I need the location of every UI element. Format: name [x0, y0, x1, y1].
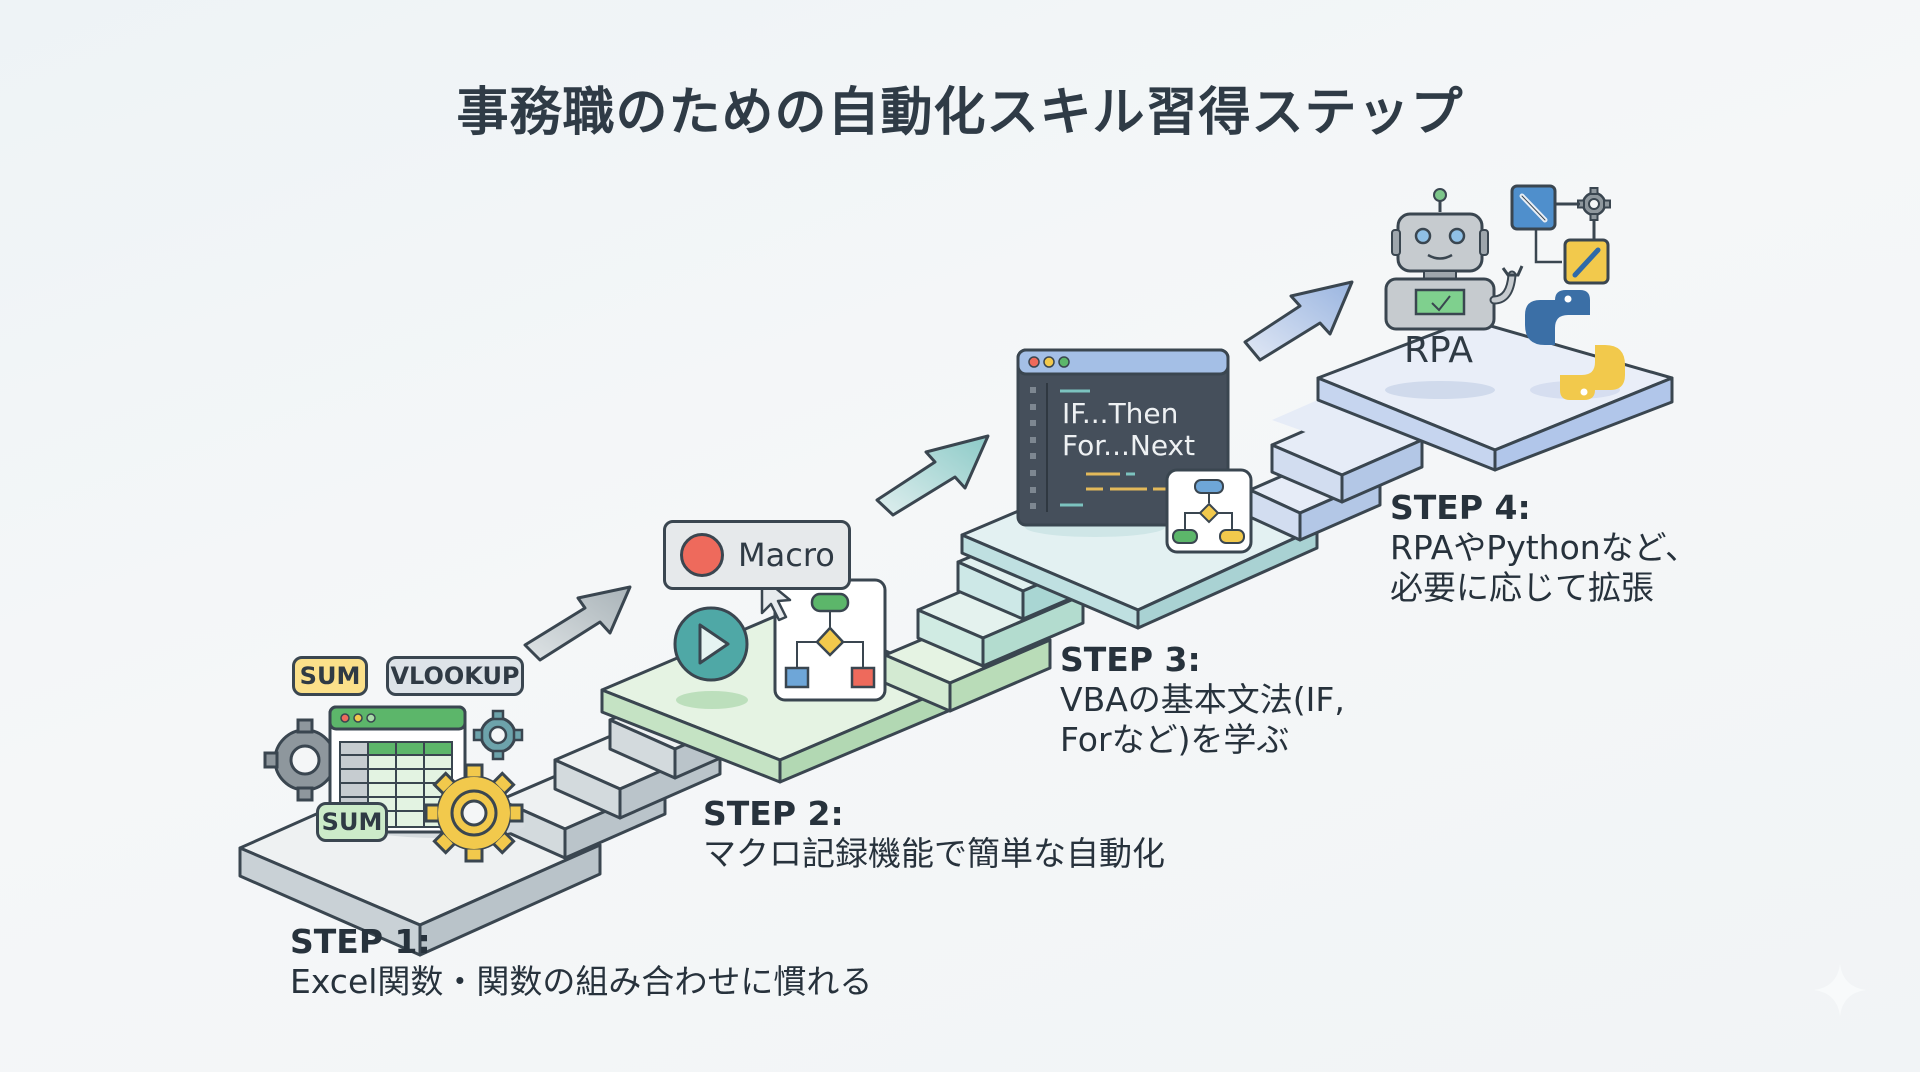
step1-heading: STEP 1:: [290, 922, 431, 961]
page-title: 事務職のための自動化スキル習得ステップ: [456, 83, 1464, 143]
record-icon: [680, 533, 724, 577]
flowchart-icon: [1165, 468, 1253, 554]
step3-stairs: [1248, 385, 1424, 542]
arrow-up-right-icon: [875, 434, 990, 517]
step4-heading: STEP 4:: [1390, 488, 1531, 527]
step2-label: STEP 2: マクロ記録機能で簡単な自動化: [703, 794, 1165, 874]
sum-function-tag: SUM: [316, 802, 388, 842]
vlookup-function-tag: VLOOKUP: [386, 656, 524, 696]
step1-description: Excel関数・関数の組み合わせに慣れる: [290, 962, 873, 1001]
python-logo-icon: [1525, 290, 1625, 400]
wrench-icon: [1563, 238, 1610, 285]
code-snippet: IF...Then For...Next: [1062, 398, 1195, 462]
step4-description-line1: RPAやPythonなど、: [1390, 528, 1699, 567]
flowchart-icon: [773, 578, 887, 702]
sparkle-icon: [1814, 964, 1866, 1016]
connector-arrow: [1534, 230, 1562, 264]
step4-platform: [1316, 318, 1674, 472]
code-line: For...Next: [1062, 429, 1196, 462]
play-icon: [673, 606, 749, 682]
macro-label: Macro: [738, 536, 835, 574]
shadow: [676, 691, 748, 709]
step2-heading: STEP 2:: [703, 794, 844, 833]
robot-icon: [1384, 188, 1524, 331]
rpa-label: RPA: [1404, 330, 1474, 371]
code-line: IF...Then: [1062, 397, 1179, 430]
spreadsheet-icon: [328, 705, 467, 834]
wrench-icon: [1510, 184, 1557, 231]
gear-icon: [1577, 187, 1611, 221]
step3-description-line1: VBAの基本文法(IF,: [1060, 680, 1345, 719]
gear-icon: [424, 763, 524, 863]
step4-description-line2: 必要に応じて拡張: [1390, 568, 1654, 607]
step1-label: STEP 1: Excel関数・関数の組み合わせに慣れる: [290, 922, 872, 1002]
arrow-up-right-icon: [523, 585, 632, 662]
arrow-up-right-icon: [1243, 280, 1354, 362]
step3-label: STEP 3: VBAの基本文法(IF, Forなど)を学ぶ: [1060, 640, 1345, 760]
macro-record-button: Macro: [663, 520, 851, 590]
shadow: [1385, 381, 1495, 399]
step3-heading: STEP 3:: [1060, 640, 1201, 679]
step3-description-line2: Forなど)を学ぶ: [1060, 720, 1290, 759]
sum-function-tag: SUM: [292, 656, 368, 696]
step2-description: マクロ記録機能で簡単な自動化: [703, 834, 1165, 873]
step4-label: STEP 4: RPAやPythonなど、 必要に応じて拡張: [1390, 488, 1698, 608]
gear-icon: [472, 709, 524, 761]
